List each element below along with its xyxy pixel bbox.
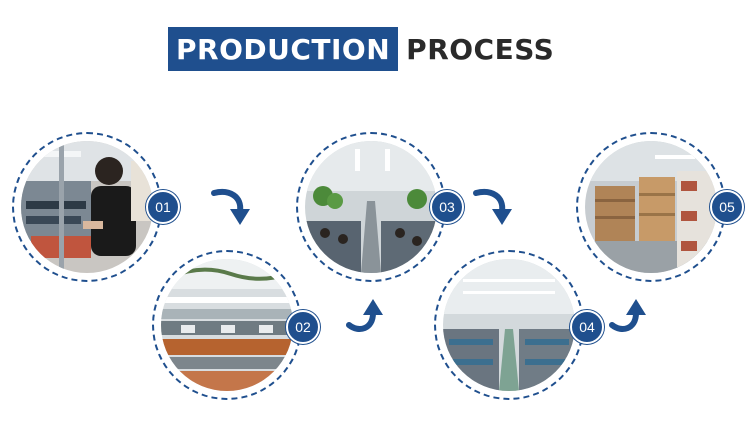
arrow-down-icon	[472, 185, 516, 229]
title-rest: PROCESS	[406, 32, 555, 66]
step-number-badge: 01	[146, 190, 180, 224]
process-step-2: 02	[152, 250, 320, 400]
step-number-badge: 05	[710, 190, 744, 224]
photo-assembly-line	[161, 259, 293, 391]
process-step-5: 05	[576, 132, 744, 282]
photo-worker-assembly	[21, 141, 153, 273]
arrow-up-icon	[608, 295, 652, 339]
photo-production-floor	[443, 259, 575, 391]
arrow-up-icon	[345, 295, 389, 339]
step-number-badge: 03	[430, 190, 464, 224]
arrow-down-icon	[210, 185, 254, 229]
process-step-4: 04	[434, 250, 604, 400]
step-number-badge: 02	[286, 310, 320, 344]
title-highlight: PRODUCTION	[168, 27, 399, 71]
step-number-badge: 04	[570, 310, 604, 344]
photo-factory-workshop	[305, 141, 437, 273]
process-step-3: 03	[296, 132, 464, 282]
section-title: PRODUCTION PROCESS	[168, 27, 554, 71]
process-step-1: 01	[12, 132, 180, 282]
photo-warehouse	[585, 141, 717, 273]
